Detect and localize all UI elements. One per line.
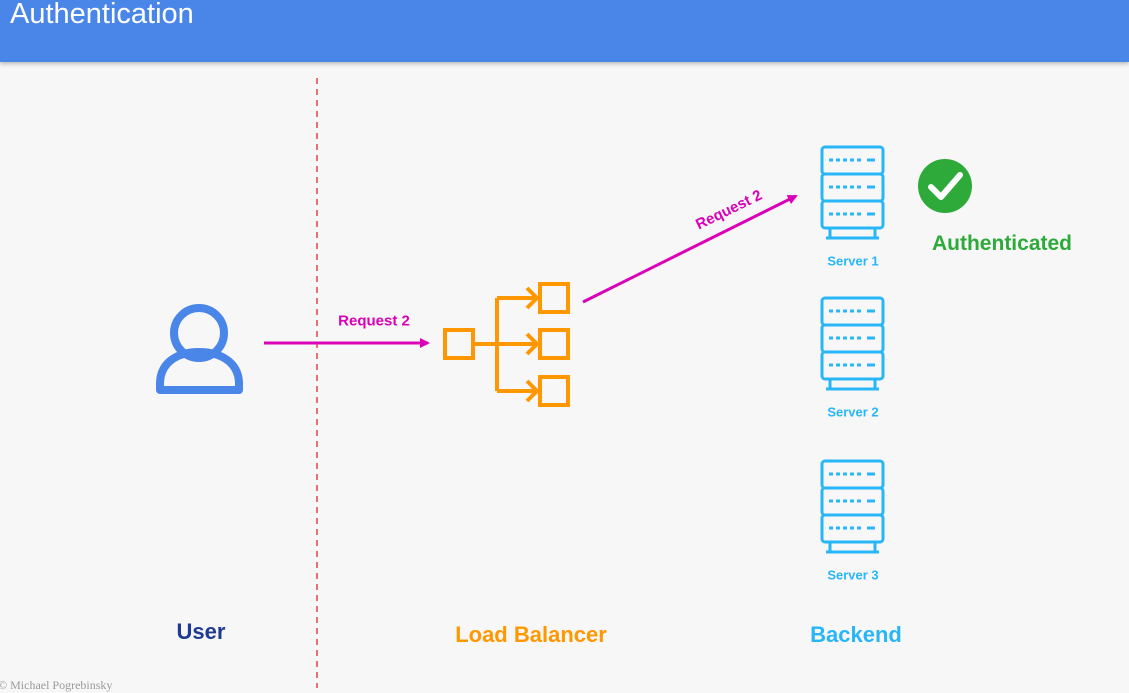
page-title: Authentication bbox=[10, 0, 194, 30]
server-label: Server 2 bbox=[827, 404, 879, 420]
load-balancer-icon bbox=[443, 282, 570, 407]
request-label-left: Request 2 bbox=[338, 312, 410, 330]
request-arrow-right bbox=[582, 194, 798, 304]
server-label: Server 1 bbox=[827, 253, 879, 269]
user-label: User bbox=[176, 619, 226, 644]
copyright-footer: © Michael Pogrebinsky bbox=[0, 678, 113, 692]
title-bar: Authentication bbox=[0, 0, 1129, 62]
server-label: Server 3 bbox=[827, 567, 879, 583]
load-balancer-label: Load Balancer bbox=[455, 622, 607, 647]
authenticated-label: Authenticated bbox=[931, 232, 1073, 255]
server-icon bbox=[820, 459, 885, 554]
server-icon bbox=[820, 296, 885, 391]
checkmark-icon bbox=[918, 159, 972, 213]
user-icon bbox=[156, 304, 243, 394]
backend-label: Backend bbox=[810, 622, 902, 647]
server-icon bbox=[820, 145, 885, 240]
